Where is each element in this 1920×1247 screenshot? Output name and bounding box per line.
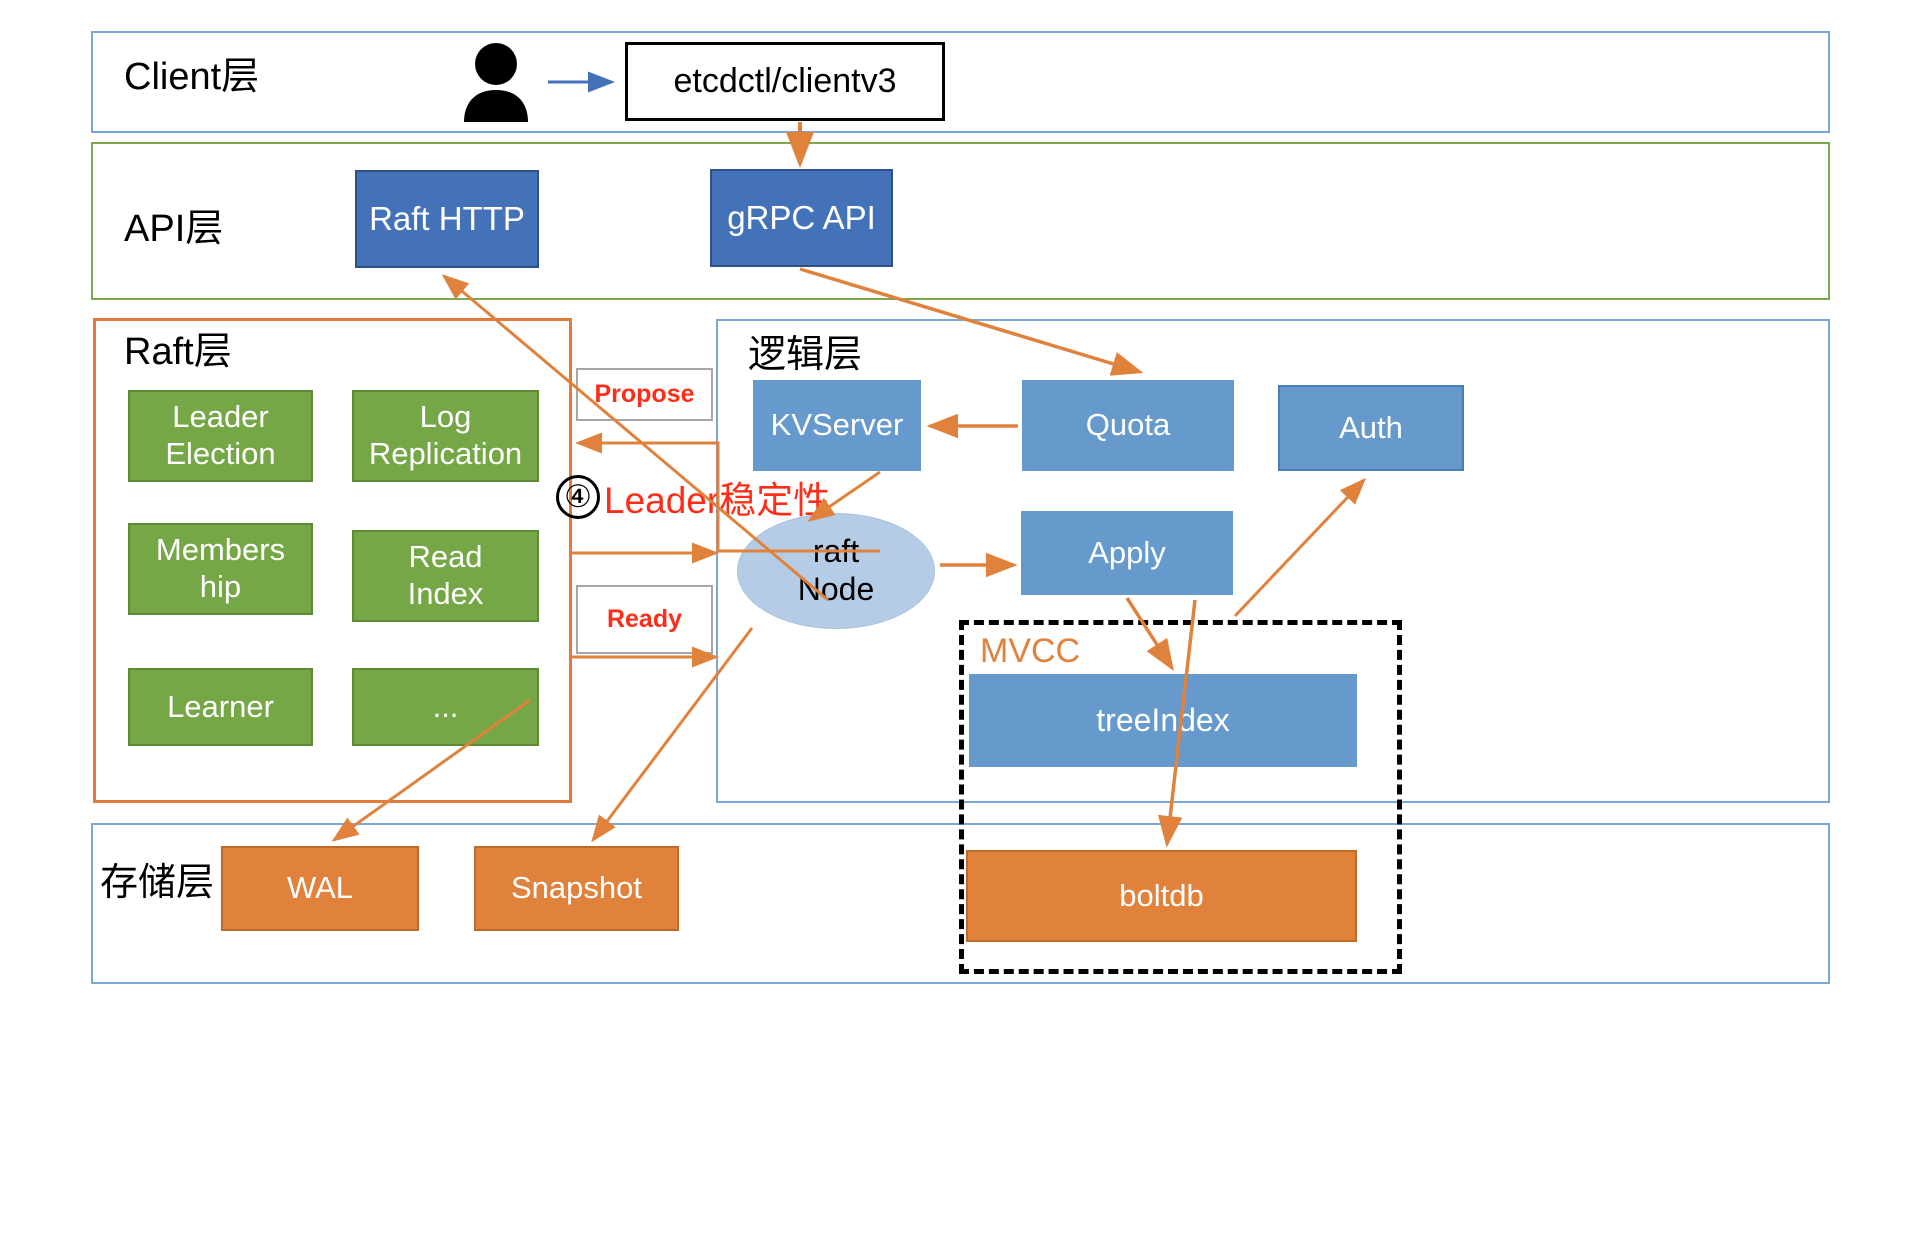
node-apply[interactable]: Apply xyxy=(1021,511,1233,595)
node-treeindex[interactable]: treeIndex xyxy=(969,674,1357,767)
node-raft-node-label: raft Node xyxy=(797,533,875,607)
node-leader-election-label: Leader Election xyxy=(165,399,276,471)
node-boltdb[interactable]: boltdb xyxy=(966,850,1357,942)
annotation-leader-stability: ④ Leader稳定性 xyxy=(556,470,830,524)
node-auth[interactable]: Auth xyxy=(1278,385,1464,471)
layer-title-client: Client层 xyxy=(124,56,260,98)
layer-title-api: API层 xyxy=(124,208,224,250)
tag-propose: Propose xyxy=(576,368,713,421)
node-kvserver[interactable]: KVServer xyxy=(753,380,921,471)
node-quota[interactable]: Quota xyxy=(1022,380,1234,471)
node-log-replication[interactable]: Log Replication xyxy=(352,390,539,482)
node-read-index-label: Read Index xyxy=(407,539,484,611)
node-leader-election[interactable]: Leader Election xyxy=(128,390,313,482)
mvcc-label: MVCC xyxy=(980,632,1081,670)
node-learner[interactable]: Learner xyxy=(128,668,313,746)
node-membership-label: Members hip xyxy=(155,532,286,604)
layer-title-logic: 逻辑层 xyxy=(748,334,863,376)
node-ellipsis[interactable]: ... xyxy=(352,668,539,746)
node-raft-node[interactable]: raft Node xyxy=(737,513,935,629)
layer-frame-client xyxy=(91,31,1830,133)
annotation-number: ④ xyxy=(556,475,600,519)
node-grpc-api[interactable]: gRPC API xyxy=(710,169,893,267)
user-person-icon xyxy=(458,42,534,124)
node-read-index[interactable]: Read Index xyxy=(352,530,539,622)
layer-frame-api xyxy=(91,142,1830,300)
layer-title-raft: Raft层 xyxy=(124,331,232,373)
node-log-replication-label: Log Replication xyxy=(368,399,523,471)
tag-ready: Ready xyxy=(576,585,713,654)
node-membership[interactable]: Members hip xyxy=(128,523,313,615)
node-raft-http[interactable]: Raft HTTP xyxy=(355,170,539,268)
node-etcdctl[interactable]: etcdctl/clientv3 xyxy=(625,42,945,121)
annotation-label: Leader稳定性 xyxy=(604,480,831,521)
layer-title-storage: 存储层 xyxy=(100,862,215,904)
node-snapshot[interactable]: Snapshot xyxy=(474,846,679,931)
node-wal[interactable]: WAL xyxy=(221,846,419,931)
